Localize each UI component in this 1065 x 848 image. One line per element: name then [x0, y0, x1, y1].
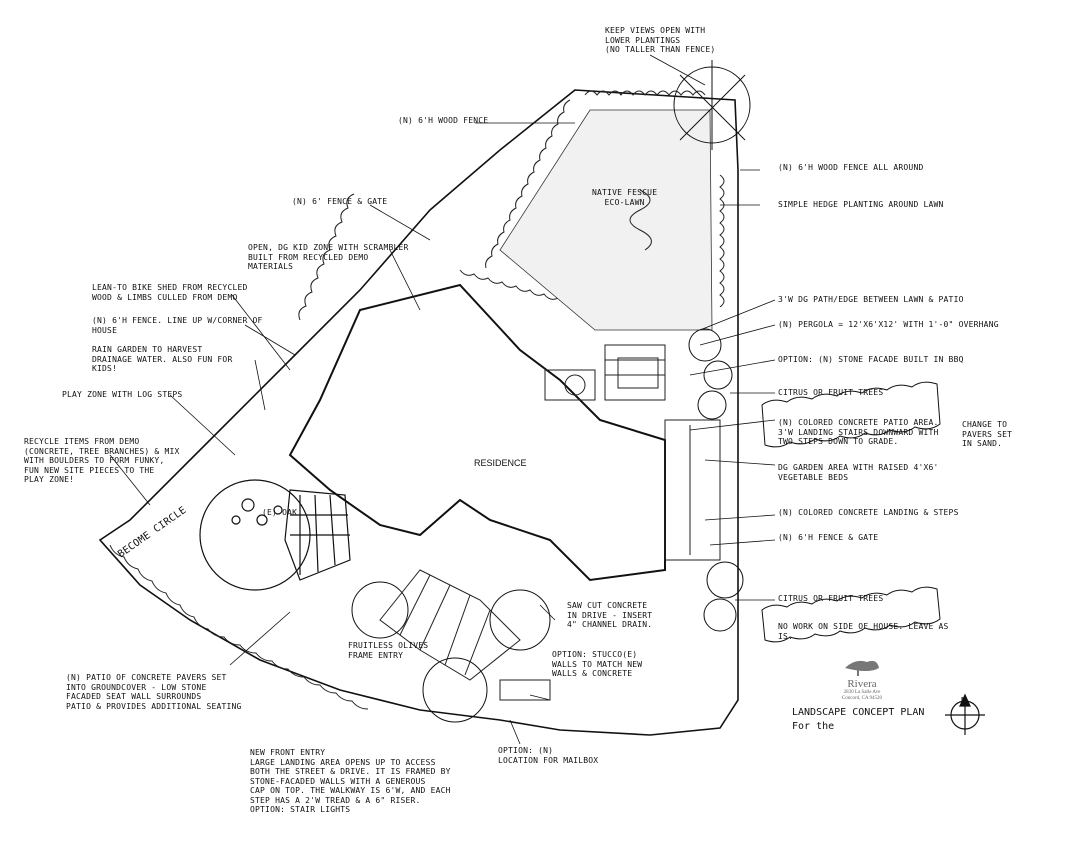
patio-pergola: [544, 344, 721, 561]
note-recycle-items: RECYCLE ITEMS FROM DEMO (CONCRETE, TREE …: [24, 437, 180, 484]
note-fence-gate-right: (N) 6'H FENCE & GATE: [778, 533, 879, 542]
entry-walkway: [379, 569, 551, 701]
firm-address-line1: 2830 La Salle Ave: [843, 690, 881, 695]
tree-canopies: [351, 60, 751, 723]
firm-name: Rivera: [847, 678, 877, 690]
note-saw-cut: SAW CUT CONCRETE IN DRIVE - INSERT 4" CH…: [567, 601, 653, 629]
eco-lawn-area: [499, 109, 713, 331]
play-zone: [199, 479, 351, 591]
note-rain-garden: RAIN GARDEN TO HARVEST DRAINAGE WATER. A…: [92, 345, 233, 373]
note-option-stucco: OPTION: STUCCO(E) WALLS TO MATCH NEW WAL…: [552, 650, 643, 678]
property-boundary: [98, 89, 739, 736]
firm-logo: Rivera 2830 La Salle Ave Concord, CA 945…: [832, 678, 892, 702]
note-new-front-entry: NEW FRONT ENTRY LARGE LANDING AREA OPENS…: [250, 748, 451, 814]
plan-title: LANDSCAPE CONCEPT PLAN For the: [792, 707, 925, 732]
compass-label: N: [961, 696, 967, 705]
note-colored-patio: (N) COLORED CONCRETE PATIO AREA. 3'W LAN…: [778, 418, 939, 446]
firm-logo-icon: [845, 660, 879, 676]
note-option-stone: OPTION: (N) STONE FACADE BUILT IN BBQ: [778, 355, 964, 364]
note-fence-line-up: (N) 6'H FENCE. LINE UP W/CORNER OF HOUSE: [92, 316, 263, 335]
note-pavers-patio: (N) PATIO OF CONCRETE PAVERS SET INTO GR…: [66, 673, 242, 711]
note-fruitless-olives: FRUITLESS OLIVES FRAME ENTRY: [348, 641, 429, 660]
note-play-zone-logs: PLAY ZONE WITH LOG STEPS: [62, 390, 183, 399]
note-option-mailbox: OPTION: (N) LOCATION FOR MAILBOX: [498, 746, 599, 765]
residence-label: RESIDENCE: [474, 458, 527, 468]
note-play-zone-open: OPEN, DG KID ZONE WITH SCRAMBLER BUILT F…: [248, 243, 409, 271]
note-wood-fence-top: (N) 6'H WOOD FENCE: [398, 116, 489, 125]
note-lean-to: LEAN-TO BIKE SHED FROM RECYCLED WOOD & L…: [92, 283, 248, 302]
note-dg-garden: DG GARDEN AREA WITH RAISED 4'x6' VEGETAB…: [778, 463, 939, 482]
note-colored-landing: (N) COLORED CONCRETE LANDING & STEPS: [778, 508, 959, 517]
note-native-lawn: NATIVE FESCUE ECO-LAWN: [592, 188, 658, 207]
note-views-open: KEEP VIEWS OPEN WITH LOWER PLANTINGS (NO…: [605, 26, 716, 54]
hedge-plantings: [109, 90, 725, 710]
revision-clouds: [761, 381, 941, 643]
north-arrow-icon: [945, 693, 985, 735]
note-dg-path: 3'W DG PATH/EDGE BETWEEN LAWN & PATIO: [778, 295, 964, 304]
annotation-leaders: [109, 54, 776, 745]
note-fence-gate-top: (N) 6' FENCE & GATE: [292, 197, 388, 206]
firm-address-line2: Concord, CA 94520: [841, 696, 883, 701]
note-fence-all-around: (N) 6'H WOOD FENCE ALL AROUND: [778, 163, 924, 172]
note-hedge-around-lawn: SIMPLE HEDGE PLANTING AROUND LAWN: [778, 200, 944, 209]
note-citrus-bottom: CITRUS or FRUIT TREES: [778, 594, 884, 603]
note-citrus-top: CITRUS or FRUIT TREES: [778, 388, 884, 397]
note-no-work: NO WORK ON SIDE OF HOUSE. LEAVE AS IS.: [778, 622, 949, 641]
note-pergola: (N) PERGOLA = 12'x6'x12' WITH 1'-0" OVER…: [778, 320, 999, 329]
note-change-pavers: CHANGE TO PAVERS SET IN SAND.: [962, 420, 1013, 448]
oak-label: (E) OAK: [262, 508, 298, 517]
